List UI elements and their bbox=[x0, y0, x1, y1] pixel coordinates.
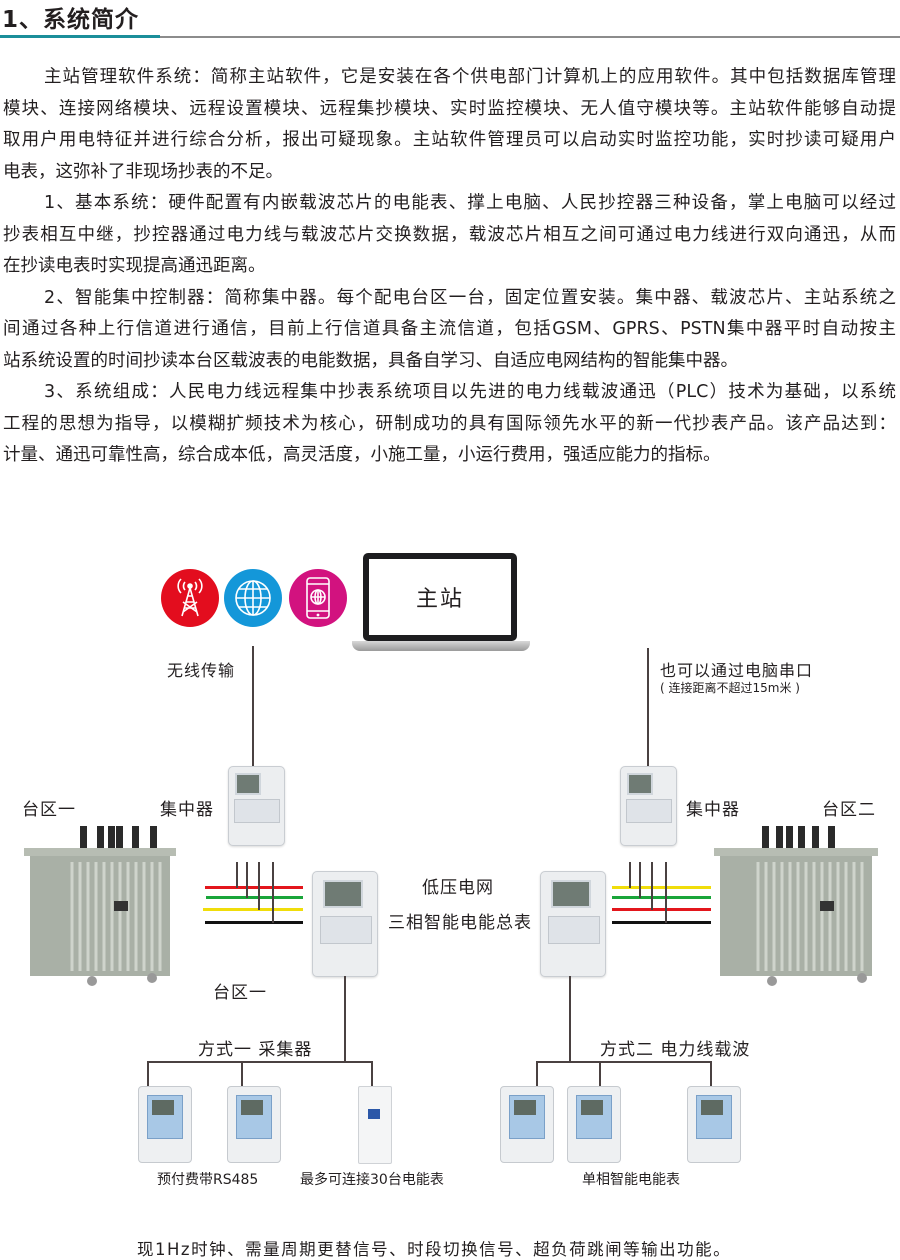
connector-line bbox=[647, 648, 649, 766]
title-rule bbox=[160, 36, 900, 38]
drop-line bbox=[536, 1061, 538, 1086]
tap-line bbox=[236, 862, 238, 888]
single-phase-meter bbox=[227, 1086, 281, 1163]
text-line: 1、基本系统：硬件配置有内嵌载波芯片的电能表、撑上电脑、人民抄控器三种设备，掌上… bbox=[44, 193, 896, 213]
single-phase-meter bbox=[567, 1086, 621, 1163]
text-line: 电表，这弥补了非现场抄表的不足。 bbox=[3, 161, 283, 182]
wireless-label: 无线传输 bbox=[167, 661, 236, 680]
connector-line bbox=[147, 1061, 373, 1063]
text-line: 抄表相互中继，抄控器通过电力线与载波芯片交换数据，载波芯片相互之间可通过电力线进… bbox=[3, 224, 896, 245]
connector-line bbox=[536, 1061, 712, 1063]
tap-line bbox=[258, 862, 260, 910]
text-line: 工程的思想为指导，以模糊扩频技术为核心，研制成功的具有国际领先水平的新一代抄表产… bbox=[3, 413, 896, 434]
text-line: 站系统设置的时间抄读本台区载波表的电能数据，具备自学习、自适应电网结构的智能集中… bbox=[3, 350, 738, 371]
wire-yellow bbox=[203, 908, 303, 911]
wire-green bbox=[206, 896, 303, 899]
wire-red bbox=[205, 886, 303, 889]
text-line: 间通过各种上行信道进行通信，目前上行信道具备主流信道，包括GSM、GPRS、PS… bbox=[3, 319, 896, 339]
text-line: 在抄读电表时实现提高通迅距离。 bbox=[3, 256, 266, 276]
signal-tower-icon bbox=[161, 569, 219, 627]
low-voltage-grid-label: 低压电网 bbox=[422, 878, 494, 898]
text-line: 取用户用电特征并进行综合分析，报出可疑现象。主站软件管理员可以启动实时监控功能，… bbox=[3, 130, 896, 150]
footer-text: 现1Hz时钟、需量周期更替信号、时段切换信号、超负荷跳闸等输出功能。 bbox=[137, 1240, 732, 1259]
drop-line bbox=[710, 1061, 712, 1086]
method-one-label: 方式一 采集器 bbox=[198, 1040, 313, 1060]
transformer-right bbox=[712, 826, 880, 990]
drop-line bbox=[371, 1061, 373, 1086]
concentrator-right-label: 集中器 bbox=[686, 800, 740, 820]
connector-line bbox=[569, 976, 571, 1063]
concentrator-left-label: 集中器 bbox=[160, 800, 214, 820]
wire-green bbox=[612, 896, 711, 899]
intro-text: 主站管理软件系统：简称主站软件，它是安装在各个供电部门计算机上的应用软件。其中包… bbox=[3, 62, 896, 472]
wire-red bbox=[612, 908, 711, 911]
area-one-bottom-label: 台区一 bbox=[213, 983, 267, 1003]
single-phase-meter bbox=[687, 1086, 741, 1163]
concentrator-device bbox=[228, 766, 285, 846]
single-phase-meter bbox=[500, 1086, 554, 1163]
text-line: 2、智能集中控制器：简称集中器。每个配电台区一台，固定位置安装。集中器、载波芯片… bbox=[44, 287, 896, 308]
section-title: 1、系统简介 bbox=[2, 7, 140, 33]
tap-line bbox=[629, 862, 631, 888]
text-line: 计量、通迅可靠性高，综合成本低，高灵活度，小施工量，小运行费用，强适应能力的指标… bbox=[3, 445, 721, 465]
text-line: 3、系统组成：人民电力线远程集中抄表系统项目以先进的电力线载波通迅（PLC）技术… bbox=[44, 382, 896, 402]
mobile-globe-icon bbox=[289, 569, 347, 627]
globe-icon bbox=[224, 569, 282, 627]
three-phase-meter bbox=[540, 871, 606, 977]
drop-line bbox=[241, 1061, 243, 1086]
tap-line bbox=[639, 862, 641, 898]
single-phase-meter bbox=[138, 1086, 192, 1163]
wire-yellow bbox=[612, 886, 711, 889]
three-phase-meter bbox=[312, 871, 378, 977]
collector-device bbox=[358, 1086, 392, 1164]
caption-prepaid: 预付费带RS485 bbox=[157, 1172, 259, 1188]
tap-line bbox=[272, 862, 274, 923]
serial-note: ( 连接距离不超过15m米 ) bbox=[660, 681, 800, 695]
drop-line bbox=[599, 1061, 601, 1086]
text-line: 模块、连接网络模块、远程设置模块、远程集抄模块、实时监控模块、无人值守模块等。主… bbox=[3, 98, 896, 119]
caption-single-phase: 单相智能电能表 bbox=[582, 1172, 680, 1188]
area-one-label: 台区一 bbox=[22, 800, 76, 820]
area-two-label: 台区二 bbox=[822, 800, 876, 820]
tap-line bbox=[665, 862, 667, 923]
drop-line bbox=[147, 1061, 149, 1086]
transformer-left bbox=[22, 826, 178, 990]
wire-black bbox=[612, 921, 711, 924]
concentrator-device bbox=[620, 766, 677, 846]
method-two-label: 方式二 电力线载波 bbox=[600, 1040, 751, 1060]
wire-black bbox=[205, 921, 303, 924]
text-line: 主站管理软件系统：简称主站软件，它是安装在各个供电部门计算机上的应用软件。其中包… bbox=[44, 67, 896, 87]
connector-line bbox=[252, 646, 254, 766]
title-rule-accent bbox=[0, 35, 160, 38]
serial-label: 也可以通过电脑串口 bbox=[660, 661, 814, 680]
connector-line bbox=[344, 976, 346, 1063]
tap-line bbox=[651, 862, 653, 910]
tap-line bbox=[246, 862, 248, 898]
caption-collector: 最多可连接30台电能表 bbox=[300, 1172, 444, 1188]
master-station-label: 主站 bbox=[415, 587, 464, 612]
three-phase-meter-label: 三相智能电能总表 bbox=[388, 913, 532, 933]
